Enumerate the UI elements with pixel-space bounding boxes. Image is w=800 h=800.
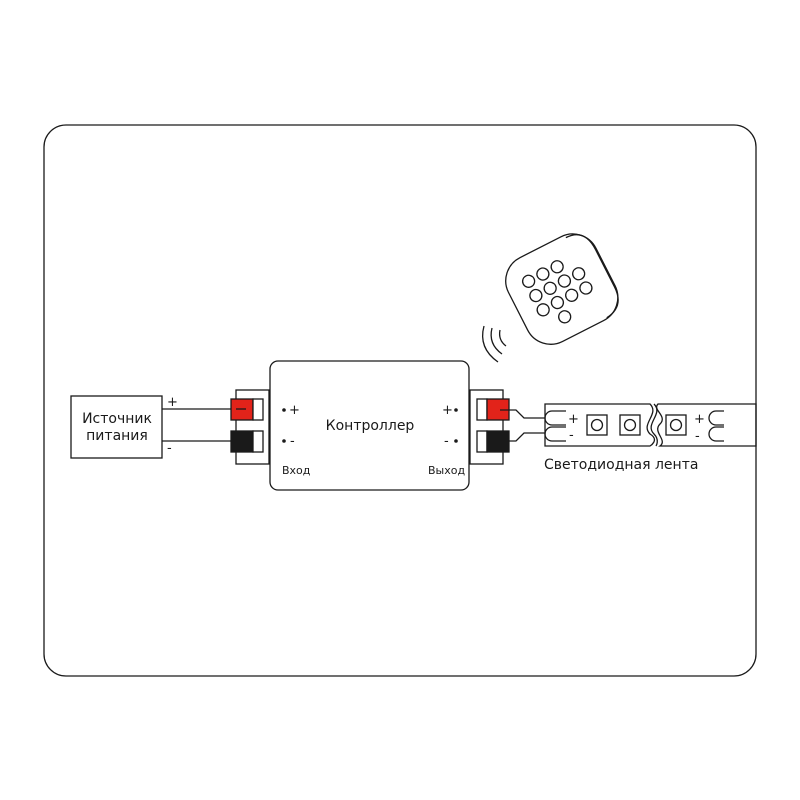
input-label: Вход <box>282 464 311 477</box>
output-terminal-minus-latch <box>476 430 488 453</box>
led-strip-pad-plus <box>544 410 566 426</box>
remote-buttons <box>521 260 593 324</box>
wire-output-plus <box>500 409 545 419</box>
led-strip-end-pad-minus <box>708 426 724 442</box>
remote-button <box>579 281 593 295</box>
led-strip-cut-mark <box>650 403 658 447</box>
led-strip: + - + - Светодиодная лента <box>544 403 757 473</box>
remote-button <box>565 288 579 302</box>
power-source-box <box>70 395 163 459</box>
remote-body <box>505 233 619 345</box>
output-minus-dot <box>454 439 458 443</box>
remote-button <box>536 267 550 281</box>
output-plus-sign: + <box>442 403 453 418</box>
remote-button <box>550 260 564 274</box>
output-terminal-housing <box>469 389 504 465</box>
led-strip-body-left <box>544 403 656 447</box>
remote-control <box>505 233 619 345</box>
remote-button <box>543 281 557 295</box>
led-chip-3 <box>665 414 687 436</box>
led-strip-pad-minus <box>544 426 566 442</box>
remote-button <box>557 274 572 288</box>
input-plus-sign: + <box>289 403 300 418</box>
led-strip-end-pad-plus <box>708 410 724 426</box>
input-terminal-minus-latch <box>252 430 264 453</box>
input-plus-dot <box>282 408 286 412</box>
power-source-plus-sign: + <box>167 395 178 410</box>
remote-button <box>529 288 543 303</box>
input-minus-dot <box>282 439 286 443</box>
led-chip-2 <box>619 414 641 436</box>
power-source-label-line1: Источник <box>82 411 152 427</box>
outer-frame <box>43 124 757 677</box>
led-chip-1 <box>586 414 608 436</box>
led-strip-label: Светодиодная лента <box>544 457 698 473</box>
input-terminal-plus-latch <box>252 398 264 421</box>
controller-title: Контроллер <box>326 418 415 434</box>
output-label: Выход <box>428 464 465 477</box>
output-minus-sign: - <box>444 434 449 449</box>
remote-button <box>558 310 572 324</box>
output-plus-dot <box>454 408 458 412</box>
controller: Контроллер + - Вход + - Выход <box>269 360 470 491</box>
power-source: Источник питания + - <box>70 395 178 459</box>
led-strip-end-minus-sign: - <box>695 429 700 444</box>
input-terminal-housing <box>235 389 270 465</box>
controller-box <box>269 360 470 491</box>
input-terminal-minus <box>230 430 254 453</box>
power-source-minus-sign: - <box>167 441 172 456</box>
signal-waves-icon <box>481 325 507 363</box>
output-terminal-plus-latch <box>476 398 488 421</box>
led-strip-end-plus-sign: + <box>694 412 705 427</box>
led-strip-minus-sign: - <box>569 428 574 443</box>
input-terminal-block <box>230 389 270 465</box>
remote-button <box>536 303 550 317</box>
remote-button <box>572 267 586 281</box>
input-minus-sign: - <box>290 434 295 449</box>
remote-button <box>550 295 565 310</box>
remote-top-cap <box>565 234 619 319</box>
led-strip-plus-sign: + <box>568 412 579 427</box>
output-terminal-block <box>469 389 510 465</box>
led-strip-body-right <box>656 403 757 447</box>
remote-button <box>521 274 536 288</box>
power-source-label-line2: питания <box>86 428 148 444</box>
wire-output-minus <box>500 432 545 442</box>
